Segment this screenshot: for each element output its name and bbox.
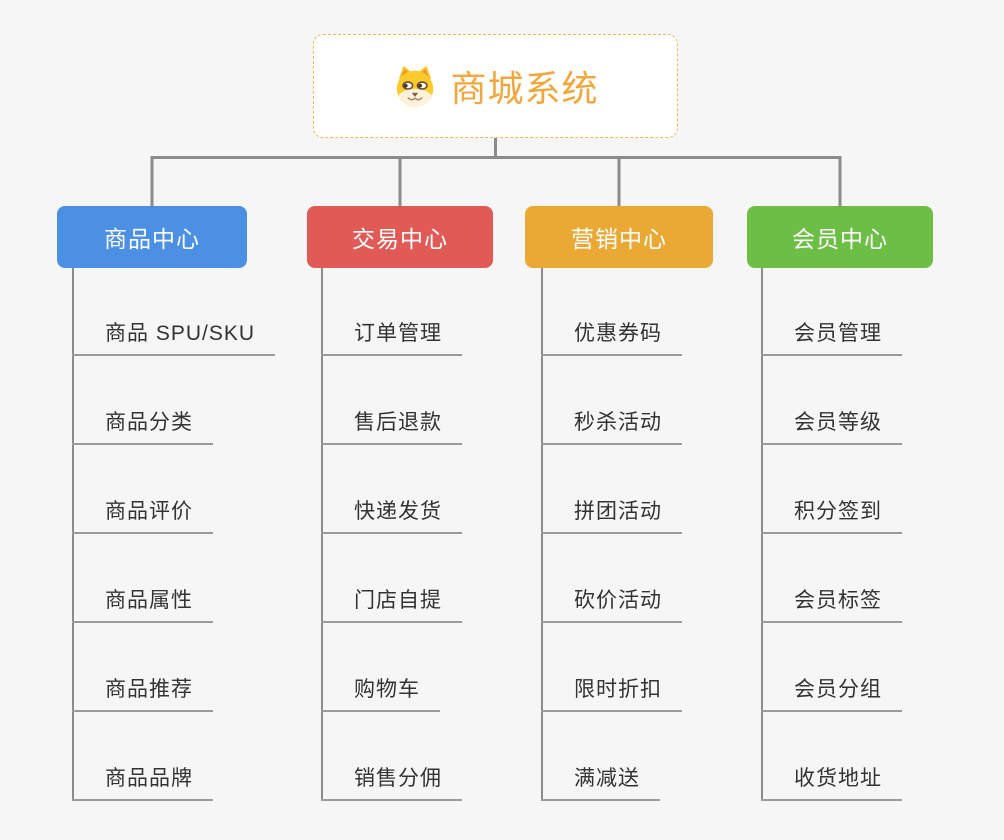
branch-node-member-center[interactable]: 会员中心	[747, 206, 933, 268]
branch-node-product-center[interactable]: 商品中心	[57, 206, 247, 268]
leaf-item[interactable]: 优惠券码	[541, 319, 682, 356]
branch-node-marketing-center[interactable]: 营销中心	[525, 206, 713, 268]
leaf-item[interactable]: 拼团活动	[541, 497, 682, 534]
leaf-item[interactable]: 商品品牌	[72, 764, 213, 801]
branch-label: 营销中心	[571, 226, 667, 252]
branch-label: 商品中心	[104, 226, 200, 252]
branch-label: 会员中心	[792, 226, 888, 252]
leaf-item[interactable]: 购物车	[321, 675, 440, 712]
leaf-item[interactable]: 积分签到	[761, 497, 902, 534]
leaf-item[interactable]: 会员管理	[761, 319, 902, 356]
branch-node-trade-center[interactable]: 交易中心	[307, 206, 493, 268]
leaf-item[interactable]: 商品属性	[72, 586, 213, 623]
dog-face-icon	[392, 63, 438, 109]
leaf-item[interactable]: 商品分类	[72, 408, 213, 445]
branch-connector-line	[321, 268, 323, 801]
root-node-mall-system[interactable]: 商城系统	[313, 34, 678, 138]
leaf-item[interactable]: 售后退款	[321, 408, 462, 445]
leaf-item[interactable]: 砍价活动	[541, 586, 682, 623]
branch-connector-line	[761, 268, 763, 801]
root-title: 商城系统	[450, 68, 599, 109]
leaf-item[interactable]: 商品推荐	[72, 675, 213, 712]
leaf-item[interactable]: 秒杀活动	[541, 408, 682, 445]
leaf-item[interactable]: 销售分佣	[321, 764, 462, 801]
leaf-item[interactable]: 会员等级	[761, 408, 902, 445]
branch-connector-line	[72, 268, 74, 801]
leaf-item[interactable]: 会员分组	[761, 675, 902, 712]
leaf-item[interactable]: 门店自提	[321, 586, 462, 623]
leaf-item[interactable]: 满减送	[541, 764, 660, 801]
leaf-item[interactable]: 商品评价	[72, 497, 213, 534]
leaf-item[interactable]: 快递发货	[321, 497, 462, 534]
leaf-item[interactable]: 订单管理	[321, 319, 462, 356]
leaf-item[interactable]: 商品 SPU/SKU	[72, 319, 276, 356]
branch-connector-line	[541, 268, 543, 801]
branch-label: 交易中心	[352, 226, 448, 252]
leaf-item[interactable]: 会员标签	[761, 586, 902, 623]
leaf-item[interactable]: 限时折扣	[541, 675, 682, 712]
leaf-item[interactable]: 收货地址	[761, 764, 902, 801]
